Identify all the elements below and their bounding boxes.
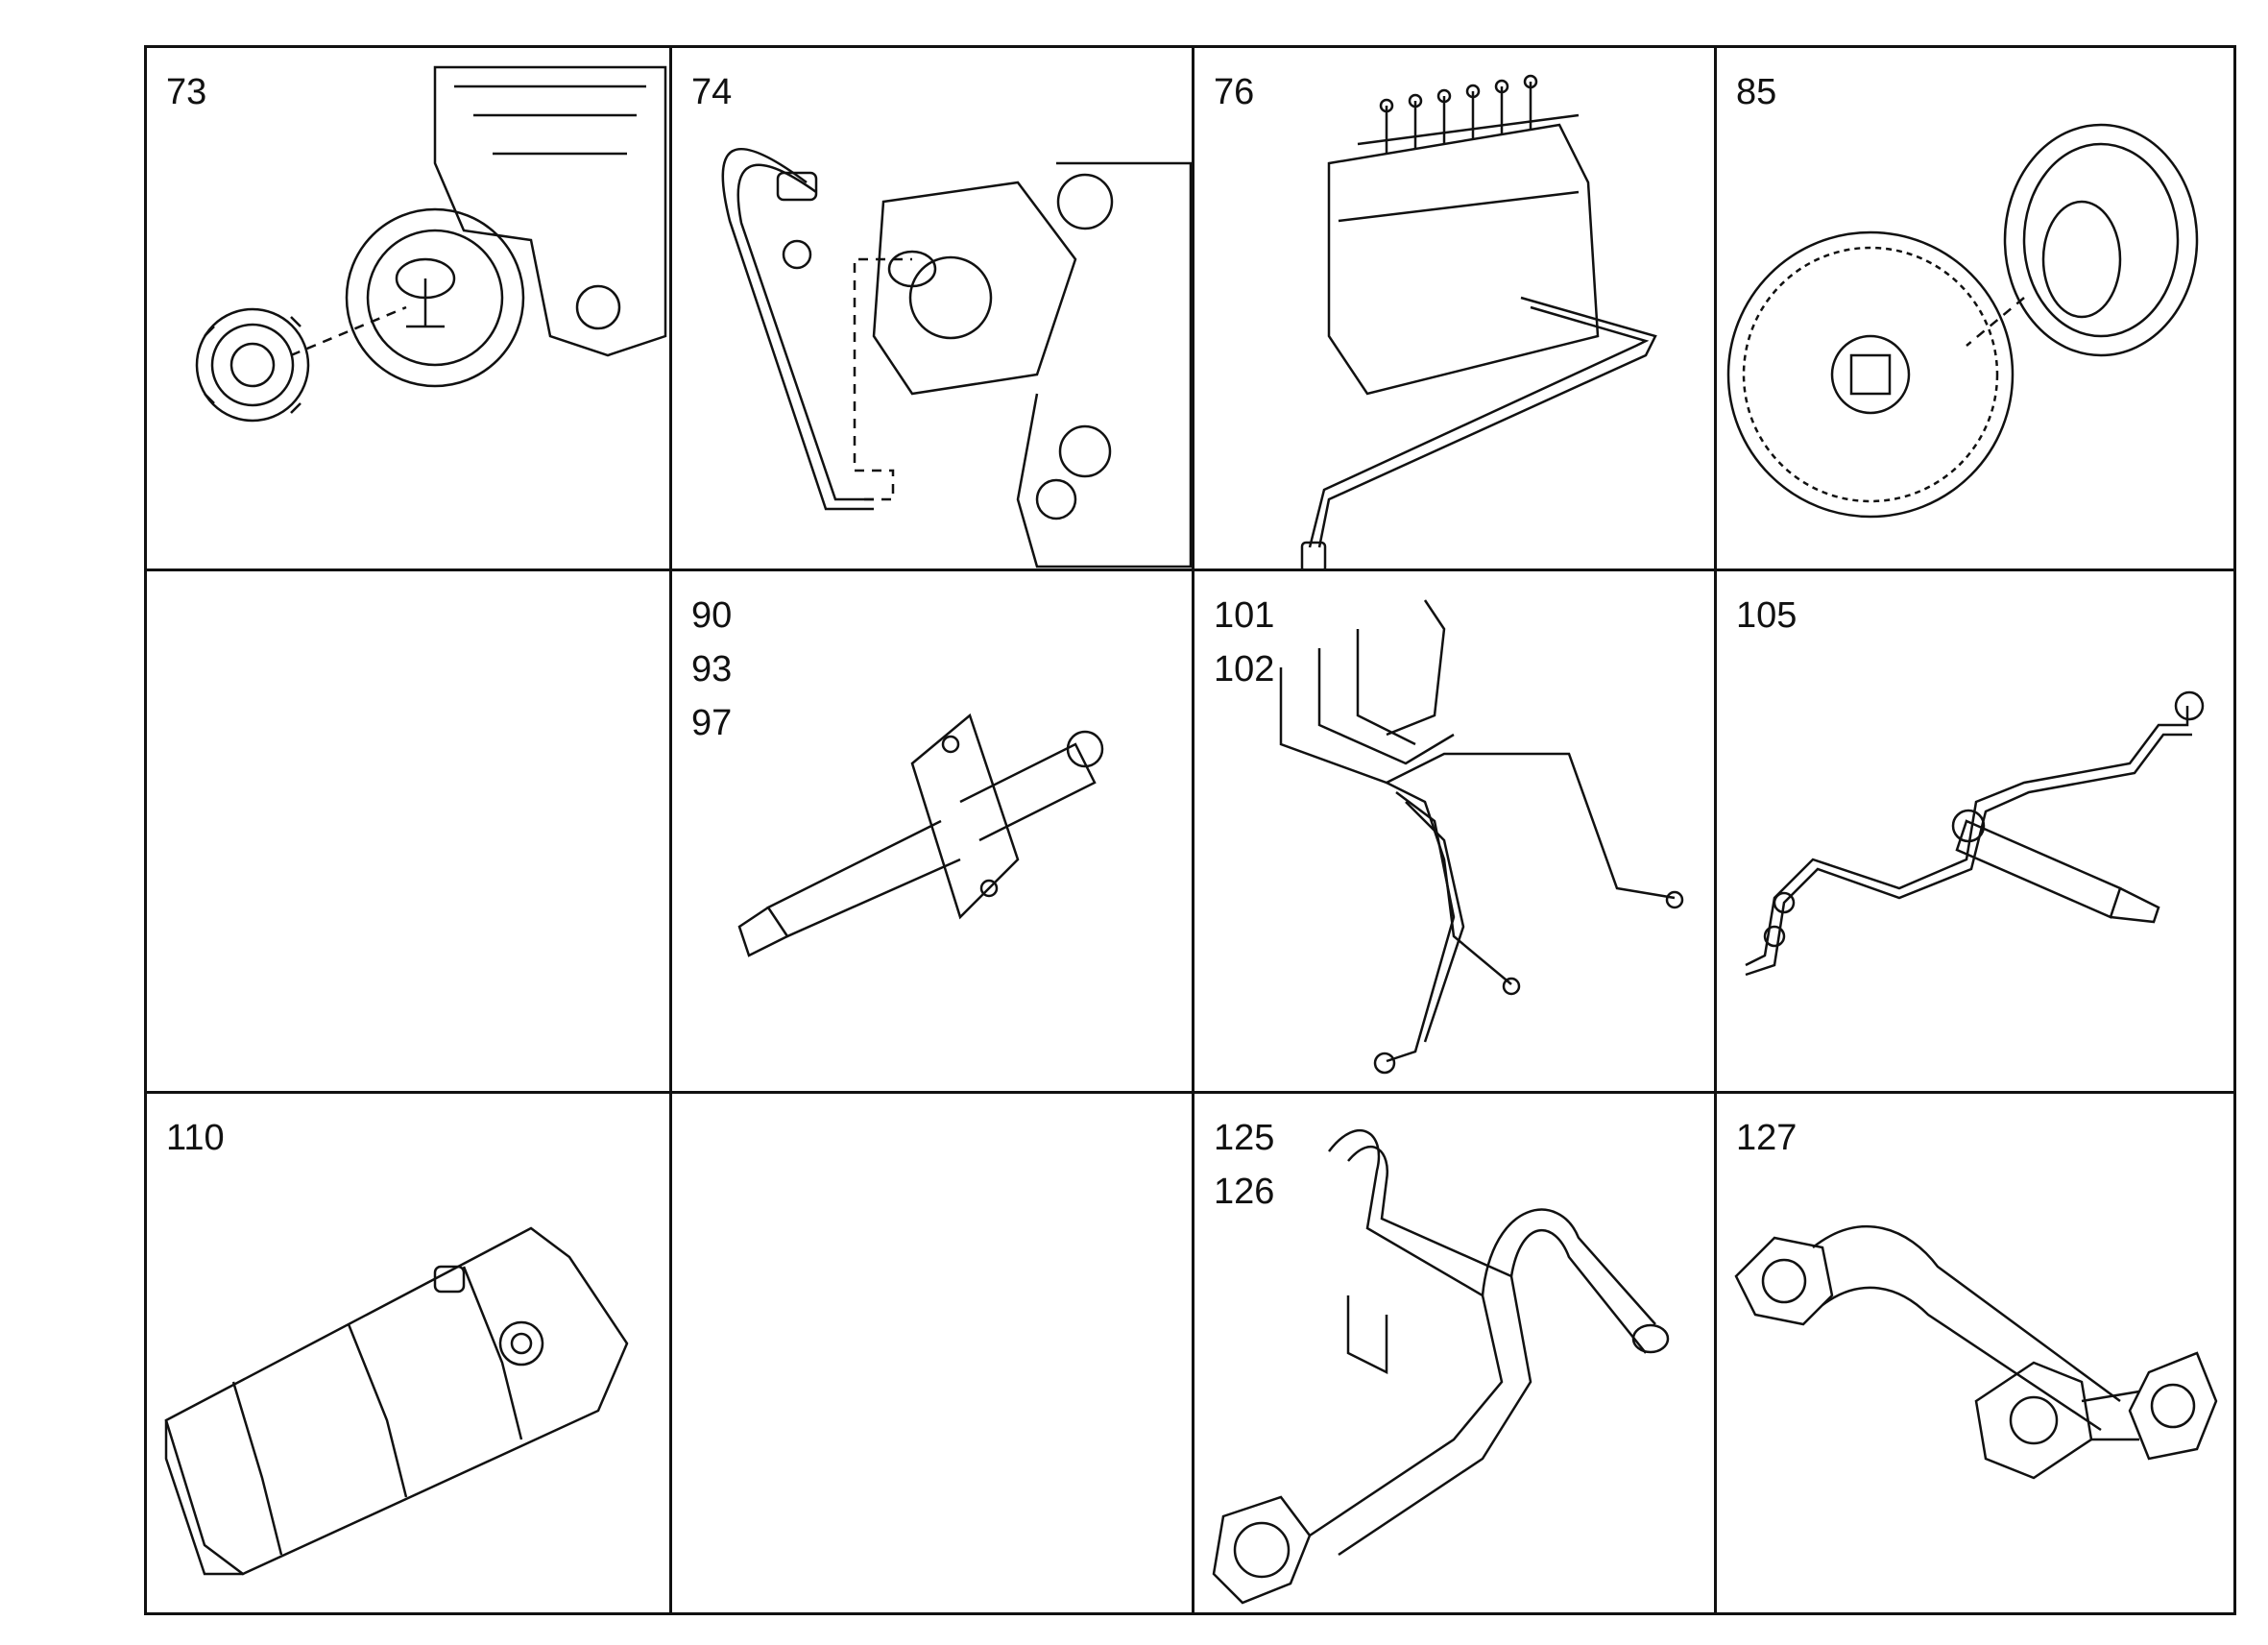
- part-number-label: 76: [1214, 72, 1255, 112]
- cell-125-126[interactable]: 125 126: [1194, 1094, 1714, 1615]
- cell-101-102[interactable]: 101 102: [1194, 571, 1714, 1091]
- part-number-label: 85: [1736, 72, 1777, 112]
- exhaust-pipe-flanged-drawing: [1717, 1094, 2236, 1615]
- grid-line-h2: [147, 1091, 2233, 1094]
- manifold-cover-drawing: [147, 1094, 669, 1615]
- part-number-label: 90 93 97: [691, 595, 733, 743]
- cell-90-93-97[interactable]: 90 93 97: [672, 571, 1192, 1091]
- exhaust-pipe-bend-drawing: [1194, 1094, 1714, 1615]
- part-number-label: 125 126: [1214, 1118, 1275, 1212]
- part-number-label: 101 102: [1214, 595, 1275, 689]
- cell-105[interactable]: 105: [1717, 571, 2236, 1091]
- cell-73[interactable]: 73: [147, 48, 669, 568]
- parts-grid: 73 74: [144, 45, 2236, 1615]
- grid-line-h1: [147, 568, 2233, 571]
- timing-gear-coupling-drawing: [1717, 48, 2236, 568]
- cell-110[interactable]: 110: [147, 1094, 669, 1615]
- grid-line-v1: [669, 48, 672, 1612]
- grid-line-v2: [1192, 48, 1194, 1612]
- grid-line-v3: [1714, 48, 1717, 1612]
- pump-pipe-assembly-drawing: [672, 48, 1192, 568]
- part-number-label: 73: [166, 72, 207, 112]
- cell-76[interactable]: 76: [1194, 48, 1714, 568]
- part-number-label: 74: [691, 72, 733, 112]
- injector-nozzle-drawing: [672, 571, 1192, 1091]
- cell-85[interactable]: 85: [1717, 48, 2236, 568]
- part-number-label: 110: [166, 1118, 225, 1158]
- injection-pump-line-drawing: [1194, 48, 1714, 568]
- injection-lines-set-drawing: [1194, 571, 1714, 1091]
- pump-drive-gear-drawing: [147, 48, 669, 568]
- cell-74[interactable]: 74: [672, 48, 1192, 568]
- injector-with-line-drawing: [1717, 571, 2236, 1091]
- part-number-label: 127: [1736, 1118, 1798, 1158]
- part-number-label: 105: [1736, 595, 1798, 636]
- cell-127[interactable]: 127: [1717, 1094, 2236, 1615]
- cell-empty-r3c2: [672, 1094, 1192, 1615]
- cell-empty-r2c1: [147, 571, 669, 1091]
